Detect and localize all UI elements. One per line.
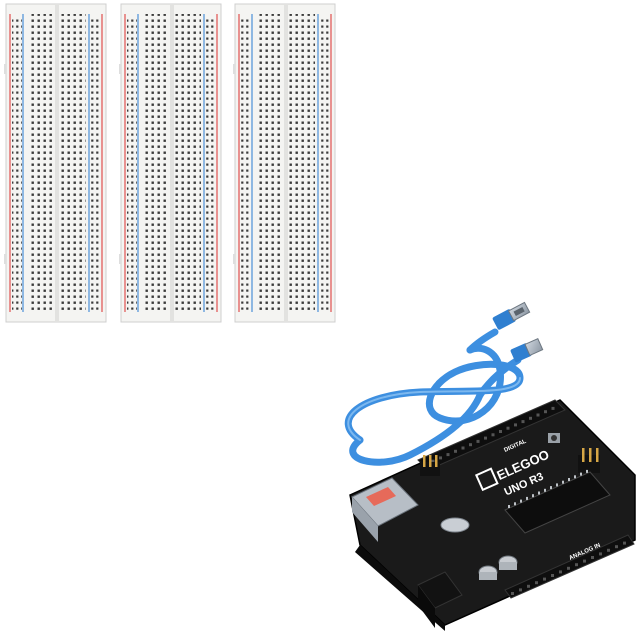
crystal-oscillator [440, 517, 470, 533]
digital-header [417, 399, 566, 471]
breadboard [119, 3, 222, 323]
breadboard [233, 3, 336, 323]
usb-b-plug [510, 338, 544, 363]
arduino-board: ELEGOO UNO R3 DIGITAL ANALOG IN [349, 399, 636, 631]
power-header [504, 534, 635, 599]
reset-button [548, 433, 560, 443]
microcontroller-chip [504, 469, 611, 534]
usb-b-port [351, 477, 419, 542]
dc-jack [417, 571, 463, 628]
usb-a-plug [492, 301, 531, 330]
capacitors [478, 555, 518, 580]
icsp-header [420, 448, 600, 476]
breadboards [4, 3, 336, 323]
usb-cable [344, 301, 544, 466]
breadboard [4, 3, 107, 323]
